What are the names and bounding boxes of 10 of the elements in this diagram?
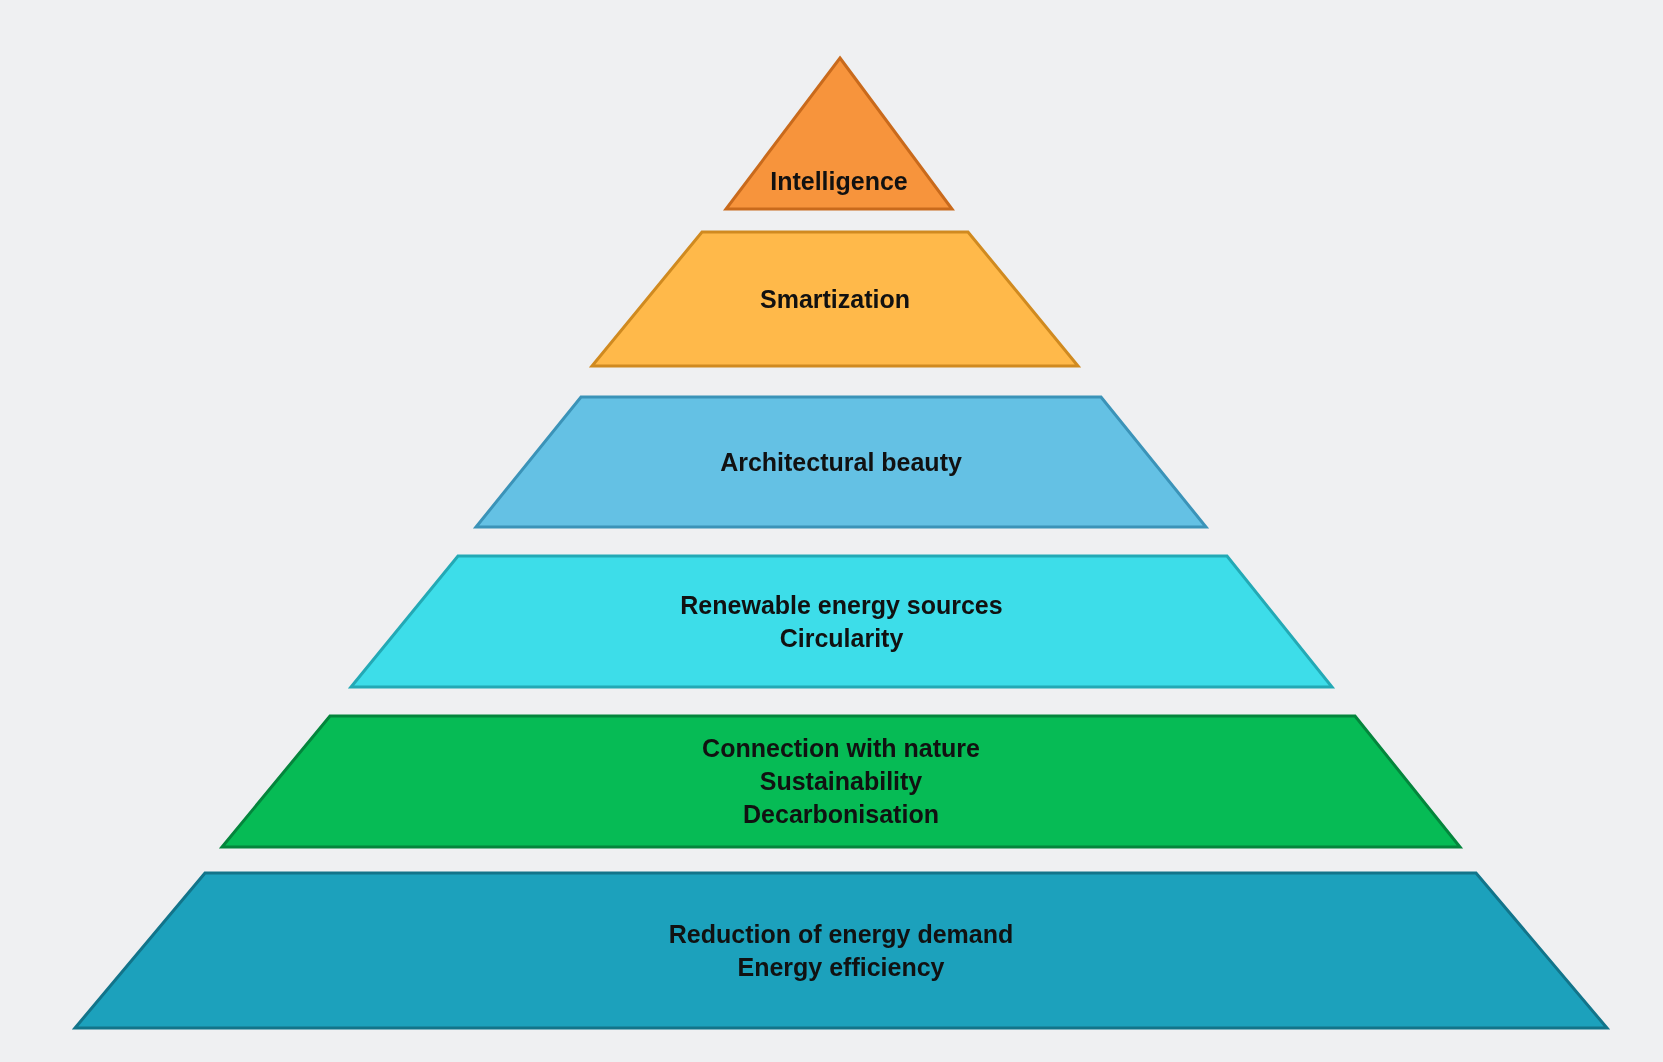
tier-label: Sustainability [759,766,923,797]
tier-label: Circularity [779,622,904,654]
tier-label: Intelligence [770,165,908,197]
tier-label: Renewable energy sources [680,589,1003,621]
tier-label: Connection with nature [702,733,980,764]
tier-label: Architectural beauty [720,446,962,478]
tier-label: Reduction of energy demand [668,918,1014,950]
tier-label: Smartization [760,283,910,315]
tier-label: Decarbonisation [743,799,939,830]
tier-label: Energy efficiency [737,951,945,983]
